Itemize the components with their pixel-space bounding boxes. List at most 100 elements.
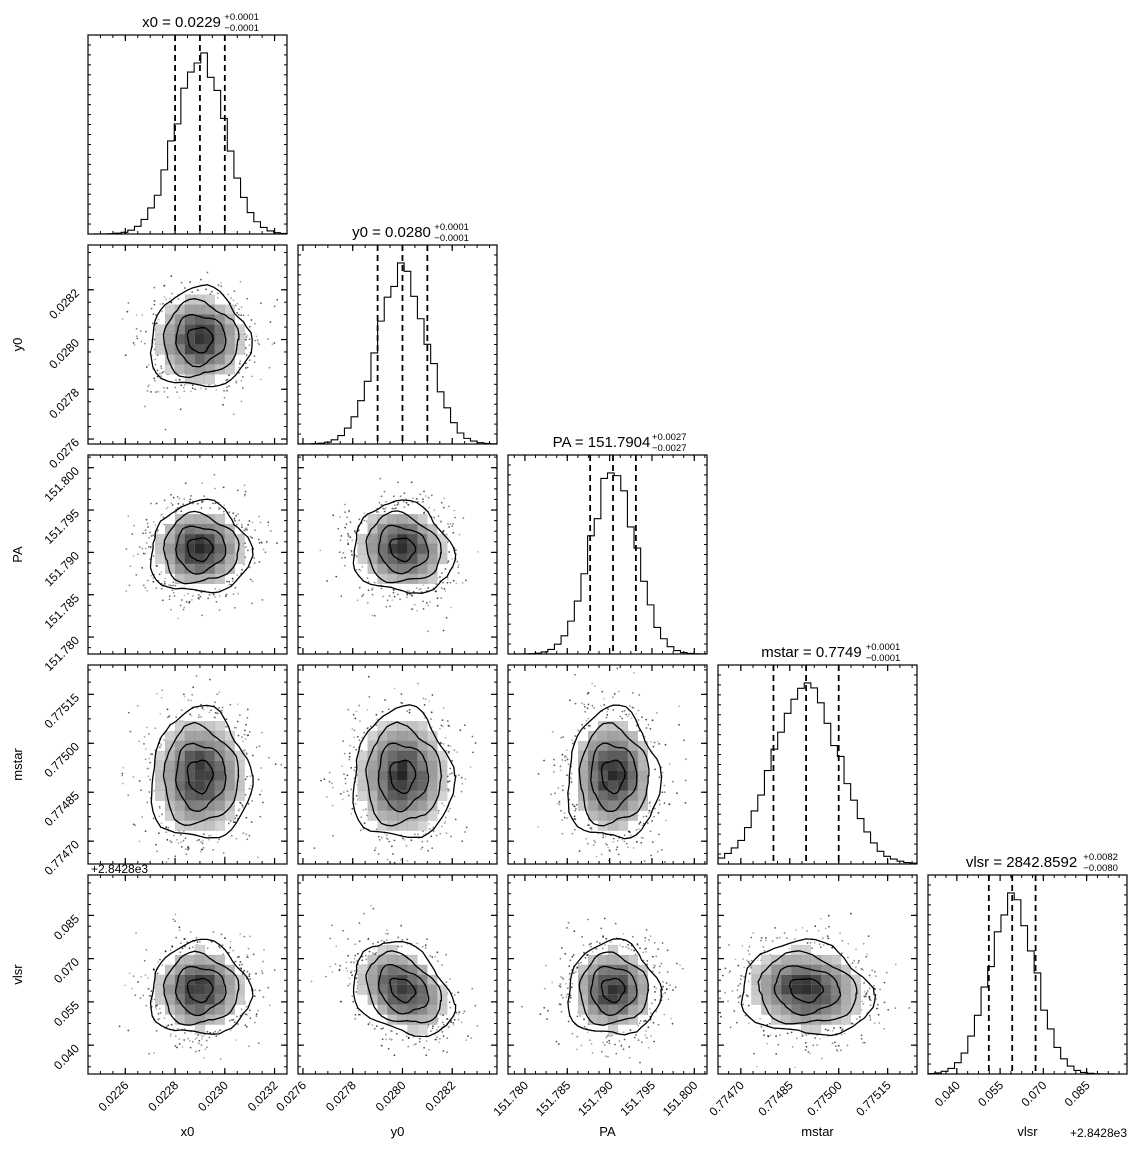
sample-point	[258, 989, 261, 992]
sample-point	[431, 956, 434, 959]
density-panel	[87, 454, 296, 655]
sample-point	[610, 941, 612, 943]
sample-point	[661, 791, 664, 794]
sample-point	[440, 724, 443, 727]
density-cell	[617, 820, 629, 831]
sample-point	[261, 731, 263, 734]
sample-point	[144, 974, 147, 976]
sample-point	[136, 705, 139, 707]
sample-point	[621, 945, 624, 948]
sample-point	[574, 702, 577, 705]
sample-point	[471, 987, 474, 990]
sample-point	[774, 927, 776, 929]
histogram-step	[927, 892, 1127, 1075]
sample-point	[210, 834, 213, 837]
title-upper-error: +0.0027	[652, 432, 687, 443]
sample-point	[155, 843, 158, 846]
sample-point	[598, 942, 601, 945]
sample-point	[346, 516, 348, 519]
sample-point	[369, 725, 372, 728]
sample-point	[214, 487, 216, 490]
contour-line	[567, 704, 663, 840]
x-tick-label: 151.780	[490, 1078, 531, 1119]
sample-point	[162, 302, 164, 305]
sample-point	[197, 594, 200, 596]
sample-point	[135, 932, 138, 934]
sample-point	[145, 542, 148, 544]
sample-point	[442, 1023, 445, 1026]
sample-point	[380, 1027, 383, 1030]
sample-point	[148, 757, 151, 760]
sample-point	[623, 840, 626, 843]
sample-point	[149, 778, 152, 781]
sample-point	[649, 830, 652, 833]
sample-point	[215, 1035, 218, 1037]
sample-point	[654, 991, 656, 993]
sample-point	[440, 521, 442, 523]
sample-point	[574, 809, 576, 812]
sample-point	[405, 1035, 408, 1038]
sample-point	[345, 967, 348, 970]
sample-point	[551, 981, 554, 984]
sample-point	[559, 769, 562, 772]
sample-point	[868, 974, 871, 977]
sample-point	[347, 535, 350, 537]
x-tick-label: 0.0282	[422, 1078, 458, 1114]
sample-point	[385, 606, 388, 608]
sample-point	[260, 790, 263, 792]
sample-point	[338, 969, 341, 972]
sample-point	[380, 1044, 383, 1047]
sample-point	[244, 528, 247, 531]
density-cell	[224, 543, 235, 555]
sample-point	[837, 1044, 840, 1047]
sample-point	[354, 766, 357, 769]
sample-point	[273, 342, 276, 344]
sample-point	[419, 493, 422, 496]
density-cell	[184, 964, 196, 976]
sample-point	[372, 907, 375, 910]
sample-point	[537, 773, 540, 775]
sample-point	[245, 527, 248, 529]
sample-point	[448, 780, 451, 782]
sample-point	[801, 926, 804, 929]
sample-point	[351, 728, 354, 730]
sample-point	[571, 832, 574, 835]
sample-point	[257, 856, 259, 859]
sample-point	[448, 789, 450, 792]
sample-point	[605, 937, 608, 940]
sample-point	[635, 1034, 637, 1036]
sample-point	[620, 1044, 623, 1047]
sample-point	[220, 709, 223, 712]
sample-point	[410, 839, 413, 842]
sample-point	[152, 534, 154, 537]
sample-point	[877, 1003, 879, 1006]
sample-point	[175, 936, 178, 939]
sample-point	[371, 587, 374, 589]
sample-point	[203, 495, 206, 497]
contour-line	[389, 977, 417, 1004]
sample-point	[453, 509, 456, 512]
sample-point	[375, 951, 378, 954]
sample-point	[649, 935, 652, 937]
sample-point	[206, 271, 209, 274]
panel-title: mstar = 0.7749	[761, 644, 861, 661]
sample-point	[258, 561, 261, 563]
sample-point	[240, 306, 243, 309]
sample-point	[351, 970, 353, 973]
sample-point	[171, 504, 174, 506]
sample-point	[346, 969, 349, 972]
sample-point	[647, 812, 650, 814]
sample-point	[684, 802, 687, 804]
sample-point	[259, 378, 262, 381]
sample-point	[421, 846, 424, 849]
density-cell	[587, 770, 599, 782]
sample-point	[422, 600, 424, 603]
sample-point	[766, 1042, 768, 1045]
sample-point	[607, 708, 609, 710]
sample-point	[183, 606, 186, 608]
sample-point	[181, 1046, 184, 1048]
sample-point	[217, 292, 219, 295]
contour-line	[352, 499, 457, 594]
sample-point	[663, 802, 666, 804]
sample-point	[294, 551, 296, 553]
